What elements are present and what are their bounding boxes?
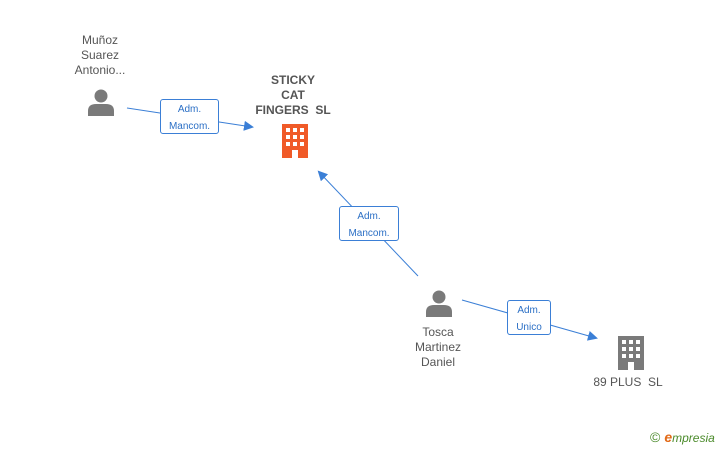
person-label-line: Muñoz	[81, 33, 119, 47]
company-label-89-plus[interactable]: 89 PLUS SL	[578, 375, 678, 390]
person-label-munoz[interactable]: Muñoz Suarez Antonio...	[58, 33, 142, 78]
company-label-line: CAT	[281, 88, 305, 102]
relation-label-adm-mancom[interactable]: Adm. Mancom.	[160, 99, 219, 134]
person-label-line: Daniel	[420, 355, 456, 369]
person-label-tosca[interactable]: Tosca Martinez Daniel	[396, 325, 480, 370]
person-label-line: Tosca	[422, 325, 454, 339]
company-label-sticky-cat-fingers[interactable]: STICKY CAT FINGERS SL	[238, 73, 348, 118]
person-label-line: Antonio...	[74, 63, 126, 77]
relation-label-line: Adm.	[517, 305, 541, 316]
company-label-line: STICKY	[270, 73, 315, 87]
relation-label-adm-mancom[interactable]: Adm. Mancom.	[339, 206, 399, 241]
brand-rest: mpresia	[672, 431, 715, 445]
person-icon[interactable]	[424, 289, 454, 319]
building-icon[interactable]	[279, 124, 311, 158]
person-label-line: Martinez	[414, 340, 461, 354]
building-icon[interactable]	[615, 336, 647, 370]
person-label-line: Suarez	[80, 48, 120, 62]
relation-label-line: Adm.	[357, 211, 381, 222]
relation-label-adm-unico[interactable]: Adm. Unico	[507, 300, 551, 335]
company-label-line: 89 PLUS SL	[593, 375, 663, 389]
brand-e: e	[664, 429, 673, 445]
relation-label-line: Adm.	[177, 104, 202, 115]
company-label-line: FINGERS SL	[255, 103, 331, 117]
person-icon[interactable]	[86, 88, 116, 118]
empresia-logo: ©empresia	[650, 429, 715, 445]
copyright-icon: ©	[650, 429, 661, 445]
relation-label-line: Mancom.	[168, 121, 211, 132]
relation-label-line: Mancom.	[348, 228, 390, 239]
relation-label-line: Unico	[516, 322, 542, 333]
